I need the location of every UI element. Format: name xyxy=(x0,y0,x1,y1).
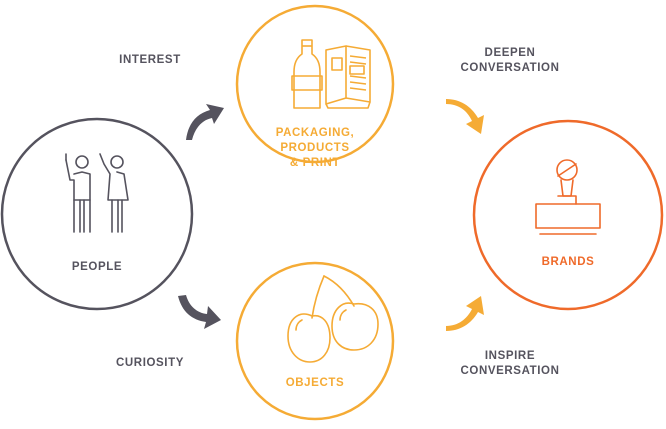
packaging-line1: PACKAGING, xyxy=(275,127,355,139)
inspire-line2: CONVERSATION xyxy=(460,365,560,377)
deepen-arrow xyxy=(446,99,484,134)
packaging-label: PACKAGING, PRODUCTS & PRINT xyxy=(265,126,365,171)
packaging-line3: & PRINT xyxy=(289,157,341,169)
inspire-line1: INSPIRE xyxy=(484,350,536,362)
people-icon xyxy=(65,153,129,233)
deepen-line1: DEEPEN xyxy=(484,47,536,59)
packaging-line2: PRODUCTS xyxy=(280,142,350,154)
curiosity-arrow xyxy=(178,295,221,329)
curiosity-label: CURIOSITY xyxy=(115,357,184,369)
objects-circle xyxy=(235,261,395,421)
interest-arrow xyxy=(186,104,224,140)
brands-label: BRANDS xyxy=(541,256,595,268)
cherries-icon xyxy=(287,275,379,363)
objects-label: OBJECTS xyxy=(285,377,345,389)
deepen-line2: CONVERSATION xyxy=(460,62,560,74)
brands-circle xyxy=(472,119,664,311)
inspire-conversation-label: INSPIRE CONVERSATION xyxy=(450,349,570,379)
bottle-magazine-icon xyxy=(291,39,371,109)
inspire-arrow xyxy=(446,296,484,331)
people-circle xyxy=(0,117,194,311)
interest-label: INTEREST xyxy=(119,54,181,66)
people-label: PEOPLE xyxy=(71,261,123,273)
packaging-circle xyxy=(235,4,395,164)
stamp-icon xyxy=(535,159,601,235)
deepen-conversation-label: DEEPEN CONVERSATION xyxy=(450,46,570,76)
